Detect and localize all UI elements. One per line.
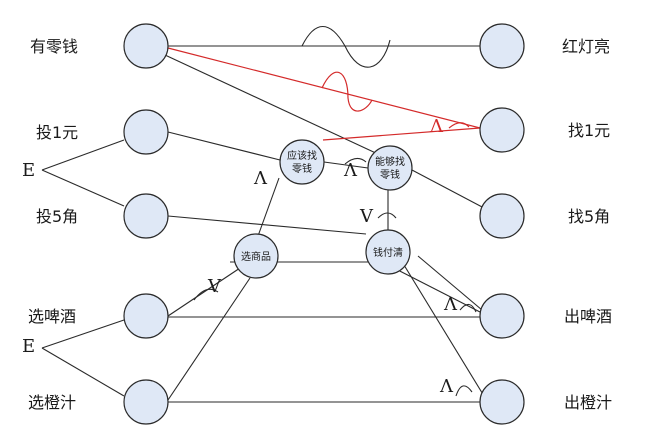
- node-should-change: [279, 139, 325, 185]
- and-arc-3: [459, 303, 477, 313]
- line-has-change-to-can-change: [164, 54, 381, 156]
- logic-symbols: E E Λ Λ Λ V V Λ Λ: [22, 116, 458, 397]
- line-select-product-to-beer: [167, 267, 241, 317]
- and-arc-4: [455, 385, 473, 397]
- line-1yuan-to-should-change: [167, 131, 281, 161]
- node-select-product: [233, 233, 279, 279]
- line-should-change-to-can-change: [323, 161, 369, 169]
- symbol-or-2: V: [207, 276, 222, 297]
- line-should-change-to-select-product: [257, 177, 280, 237]
- inner-node-labels: 应该找 零钱 能够找 零钱 选商品 钱付清: [241, 149, 405, 263]
- symbol-and-2: Λ: [343, 160, 358, 181]
- symbol-and-3: Λ: [443, 294, 458, 315]
- label-dispense-juice: 出橙汁: [564, 393, 612, 412]
- accept-payment-label: 钱付清: [373, 246, 403, 259]
- cause-labels: 有零钱 投1元 投5角 选啤酒 选橙汁: [28, 37, 78, 412]
- label-change-1yuan: 找1元: [568, 121, 610, 140]
- node-choose-juice: [123, 379, 169, 425]
- mask-squiggle-red: [321, 71, 373, 112]
- label-insert-5jiao: 投5角: [36, 207, 78, 226]
- effect-nodes: [479, 23, 525, 425]
- symbol-e-top: E: [22, 160, 35, 181]
- line-e-top-2: [41, 169, 125, 207]
- node-accept-payment: [365, 229, 411, 275]
- can-change-label-1: 能够找: [375, 155, 405, 168]
- label-insert-1yuan: 投1元: [36, 123, 78, 142]
- node-insert-5jiao: [123, 193, 169, 239]
- symbol-e-bottom: E: [22, 336, 35, 357]
- line-select-product-to-juice: [167, 277, 251, 401]
- node-dispense-beer: [479, 293, 525, 339]
- symbol-and-red: Λ: [429, 116, 444, 137]
- line-e-bottom-2: [41, 347, 125, 397]
- should-change-label-1: 应该找: [287, 149, 317, 162]
- line-accept-payment-to-beer-out-2: [417, 255, 483, 311]
- select-product-label: 选商品: [241, 250, 271, 263]
- symbol-or-1: V: [359, 206, 374, 227]
- symbol-and-1: Λ: [253, 168, 268, 189]
- label-dispense-beer: 出啤酒: [564, 307, 612, 326]
- label-has-change: 有零钱: [30, 37, 78, 56]
- cause-nodes: [123, 23, 169, 425]
- effect-labels: 红灯亮 找1元 找5角 出啤酒 出橙汁: [562, 37, 612, 412]
- and-arc-2: [344, 157, 367, 165]
- red-and-arc: [448, 122, 470, 129]
- node-red-light: [479, 23, 525, 69]
- label-choose-beer: 选啤酒: [28, 307, 76, 326]
- node-insert-1yuan: [123, 109, 169, 155]
- line-can-change-to-change-5jiao: [411, 169, 485, 209]
- symbol-and-4: Λ: [439, 376, 454, 397]
- node-has-change: [123, 23, 169, 69]
- node-dispense-juice: [479, 379, 525, 425]
- line-e-top-1: [41, 139, 125, 171]
- mask-squiggle-black: [301, 26, 391, 68]
- can-change-label-2: 零钱: [380, 168, 400, 181]
- label-change-5jiao: 找5角: [568, 207, 610, 226]
- red-line-has-change-to-change-1yuan: [167, 47, 481, 129]
- node-choose-beer: [123, 293, 169, 339]
- line-accept-payment-to-beer-out: [387, 264, 481, 313]
- line-accept-payment-to-juice-out: [403, 264, 485, 397]
- should-change-label-2: 零钱: [292, 162, 312, 175]
- line-e-bottom-1: [41, 319, 125, 349]
- node-change-1yuan: [479, 107, 525, 153]
- or-arc-2: [193, 288, 219, 301]
- node-change-5jiao: [479, 193, 525, 239]
- label-choose-juice: 选橙汁: [28, 393, 76, 412]
- node-can-change: [367, 145, 413, 191]
- red-line-should-change-to-change-1yuan: [322, 127, 481, 141]
- label-red-light: 红灯亮: [562, 37, 610, 56]
- or-arc-1: [377, 212, 397, 219]
- intermediate-nodes: [233, 139, 413, 279]
- line-5jiao-to-accept-payment: [167, 215, 367, 235]
- connection-lines: [41, 26, 485, 403]
